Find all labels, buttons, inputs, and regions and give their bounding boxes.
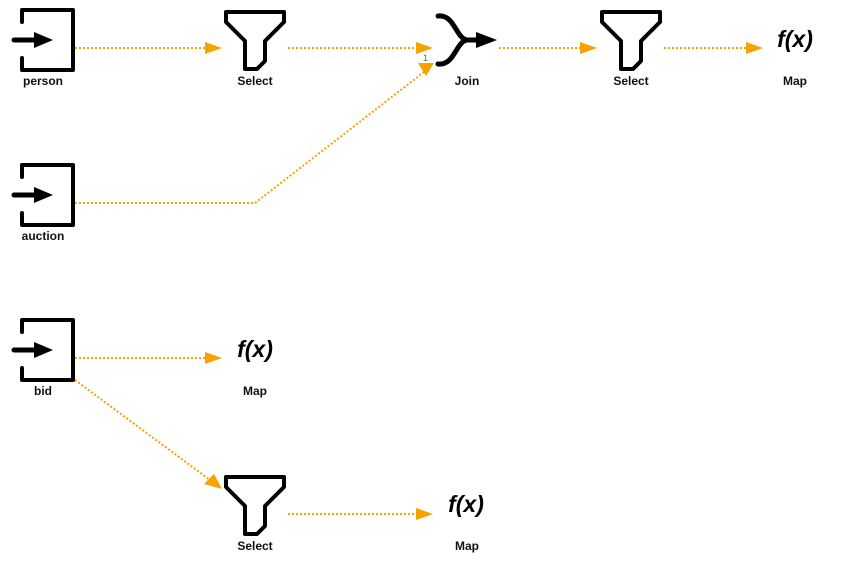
edge-select-map-bottom[interactable]: [288, 508, 433, 520]
edge-select-map[interactable]: [664, 42, 763, 54]
function-icon: f(x): [237, 336, 273, 362]
edge-bid-select[interactable]: [74, 379, 222, 489]
map-node-1[interactable]: f(x) Map: [777, 26, 813, 88]
source-node-auction[interactable]: auction: [14, 165, 73, 243]
node-label: Map: [455, 539, 479, 553]
edge-bid-map[interactable]: [75, 352, 222, 364]
map-node-3[interactable]: f(x) Map: [448, 491, 484, 553]
node-label: auction: [22, 229, 65, 243]
select-node-1[interactable]: Select: [224, 10, 286, 88]
join-icon: [435, 13, 497, 67]
edge-join-select[interactable]: [499, 42, 597, 54]
map-node-2[interactable]: f(x) Map: [237, 336, 273, 398]
join-node[interactable]: 1 Join: [423, 13, 497, 88]
node-label: person: [23, 74, 63, 88]
select-node-3[interactable]: Select: [224, 475, 286, 553]
edge-person-select[interactable]: [75, 42, 222, 54]
edge-auction-join[interactable]: [75, 63, 434, 204]
edge-select-join[interactable]: [288, 42, 433, 54]
source-icon: [14, 320, 73, 380]
node-label: Select: [237, 539, 272, 553]
select-node-2[interactable]: Select: [600, 10, 662, 88]
source-node-bid[interactable]: bid: [14, 320, 73, 398]
filter-icon: [600, 10, 662, 71]
function-icon: f(x): [777, 26, 813, 52]
source-icon: [14, 165, 73, 225]
port-number: 1: [423, 53, 428, 63]
filter-icon: [224, 10, 286, 71]
filter-icon: [224, 475, 286, 536]
node-label: Map: [783, 74, 807, 88]
source-icon: [14, 10, 73, 70]
node-label: Select: [613, 74, 648, 88]
node-label: Map: [243, 384, 267, 398]
node-label: Join: [455, 74, 480, 88]
node-label: bid: [34, 384, 52, 398]
node-label: Select: [237, 74, 272, 88]
source-node-person[interactable]: person: [14, 10, 73, 88]
function-icon: f(x): [448, 491, 484, 517]
